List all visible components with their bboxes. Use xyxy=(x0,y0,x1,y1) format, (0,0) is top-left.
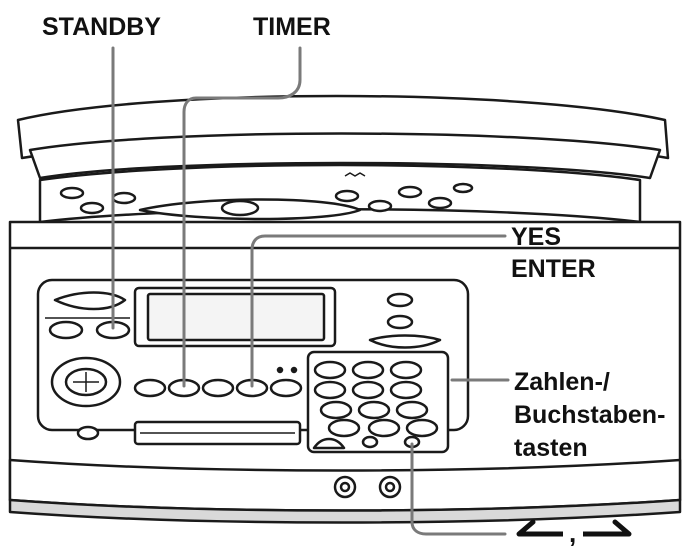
indicator-dot xyxy=(276,366,284,374)
keypad-key xyxy=(351,360,385,380)
top-button xyxy=(111,191,137,205)
jog-cross xyxy=(73,372,99,392)
keypad-key xyxy=(405,418,439,438)
keypad-key xyxy=(313,380,347,400)
top-wave-mark xyxy=(344,172,366,177)
leader-yes-enter xyxy=(250,234,507,388)
leader-cursor xyxy=(410,442,507,536)
keypad-key xyxy=(319,400,353,420)
keypad-key xyxy=(351,380,385,400)
yes-label: YES xyxy=(511,223,562,251)
keypad-key xyxy=(395,400,429,420)
standby-label: STANDBY xyxy=(42,13,161,41)
small-button xyxy=(76,425,100,441)
cursor-key xyxy=(361,435,379,449)
indicator-dot xyxy=(290,366,298,374)
jack-inner xyxy=(384,481,396,493)
keypad-key xyxy=(327,418,361,438)
cursor-arrows: , xyxy=(516,518,632,548)
enter-label: ENTER xyxy=(511,255,596,283)
function-button xyxy=(133,378,167,398)
top-center-button xyxy=(220,199,260,217)
arrow-left-icon xyxy=(516,519,563,537)
function-button xyxy=(269,378,303,398)
top-button xyxy=(59,186,85,200)
top-button xyxy=(427,196,453,210)
base-shadow xyxy=(8,498,682,524)
keypad-label-line2: Buchstaben- xyxy=(514,401,666,429)
top-button xyxy=(334,189,360,203)
left-rocker xyxy=(53,291,127,311)
left-button xyxy=(48,320,84,340)
keypad-label-line1: Zahlen-/ xyxy=(514,368,610,396)
function-button xyxy=(201,378,235,398)
top-button xyxy=(452,182,474,194)
arrow-separator: , xyxy=(569,518,576,548)
leader-timer xyxy=(182,46,302,388)
timer-label: TIMER xyxy=(253,13,331,41)
lcd-inner xyxy=(146,292,326,342)
lid-curve xyxy=(28,132,662,180)
keypad-key xyxy=(313,360,347,380)
top-button xyxy=(79,201,105,215)
side-tab xyxy=(368,334,442,349)
top-button xyxy=(367,199,393,213)
keypad-key xyxy=(389,380,423,400)
keypad-key xyxy=(367,418,401,438)
top-button xyxy=(397,185,423,199)
side-button xyxy=(386,292,414,308)
eject-button xyxy=(312,437,346,450)
keypad-label-line3: tasten xyxy=(514,434,588,462)
jack-inner xyxy=(339,481,351,493)
keypad-key xyxy=(389,360,423,380)
arrow-right-icon xyxy=(583,519,632,537)
side-button xyxy=(386,314,414,330)
keypad-key xyxy=(357,400,391,420)
